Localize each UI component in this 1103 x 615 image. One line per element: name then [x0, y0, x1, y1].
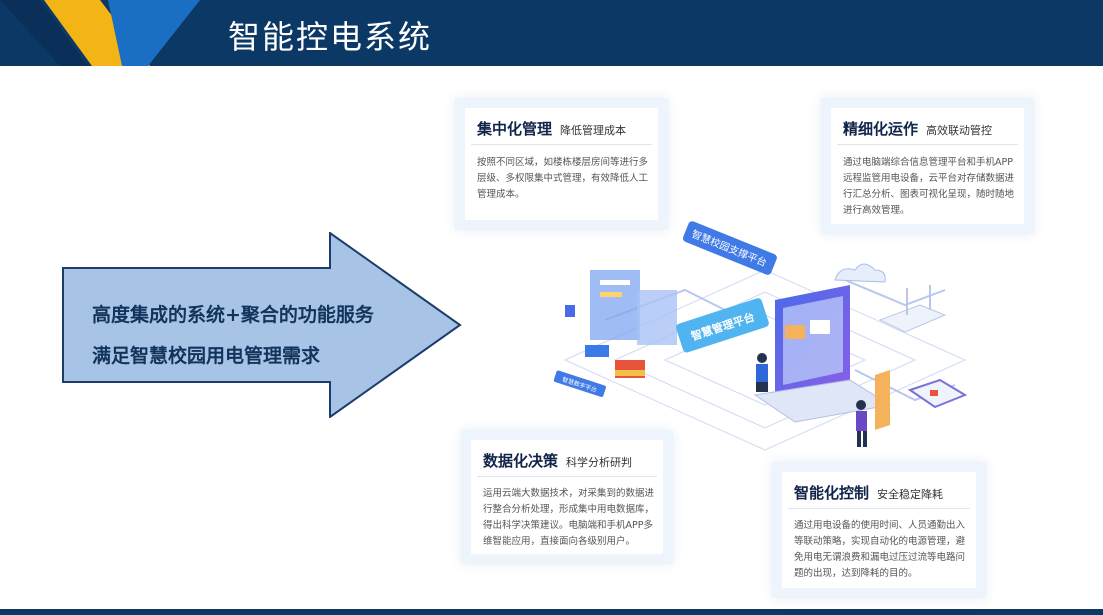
card-heading: 集中化管理降低管理成本 [477, 118, 626, 139]
header-bar: 智能控电系统 [0, 0, 1103, 66]
card-subtitle: 降低管理成本 [560, 124, 627, 137]
card-title: 集中化管理 [477, 120, 553, 138]
card-heading: 智能化控制安全稳定降耗 [794, 482, 943, 503]
feature-card-smart-control: 智能化控制安全稳定降耗 通过用电设备的使用时间、人员通勤出入等联动策略，实现自动… [772, 462, 986, 598]
card-title: 智能化控制 [794, 484, 870, 502]
card-description: 运用云端大数据技术，对采集到的数据进行整合分析处理，形成集中用电数据库，得出科学… [483, 488, 655, 547]
card-divider [477, 476, 657, 477]
bottom-bar [0, 609, 1103, 615]
card-heading: 精细化运作高效联动管控 [843, 118, 992, 139]
card-title: 数据化决策 [483, 452, 559, 470]
arrow-text-line2: 满足智慧校园用电管理需求 [92, 345, 321, 367]
card-title: 精细化运作 [843, 120, 919, 138]
page-title: 智能控电系统 [228, 18, 433, 56]
smart-campus-illustration: 智慧校园支撑平台 智慧管理平台 智慧数字平台 [553, 221, 968, 451]
card-divider [471, 144, 652, 145]
card-subtitle: 高效联动管控 [926, 124, 993, 137]
card-heading: 数据化决策科学分析研判 [483, 450, 632, 471]
card-inner [831, 108, 1024, 224]
arrow-shape [62, 232, 462, 418]
card-inner [782, 472, 976, 588]
card-description: 按照不同区域，如楼栋楼层房间等进行多层级、多权限集中式管理，有效降低人工管理成本… [477, 157, 649, 200]
card-divider [837, 144, 1018, 145]
feature-card-data-decision: 数据化决策科学分析研判 运用云端大数据技术，对采集到的数据进行整合分析处理，形成… [461, 430, 673, 564]
card-description: 通过用电设备的使用时间、人员通勤出入等联动策略，实现自动化的电源管理，避免用电无… [794, 520, 966, 579]
card-inner [471, 440, 663, 554]
card-divider [788, 508, 970, 509]
card-description: 通过电脑端综合信息管理平台和手机APP远程监管用电设备，云平台对存储数据进行汇总… [843, 157, 1015, 216]
feature-card-centralized: 集中化管理降低管理成本 按照不同区域，如楼栋楼层房间等进行多层级、多权限集中式管… [455, 98, 668, 230]
logo-stripes-icon [0, 0, 200, 66]
card-subtitle: 科学分析研判 [566, 456, 633, 469]
card-subtitle: 安全稳定降耗 [877, 488, 944, 501]
feature-card-refined: 精细化运作高效联动管控 通过电脑端综合信息管理平台和手机APP远程监管用电设备，… [821, 98, 1034, 234]
arrow-text-line1: 高度集成的系统+聚合的功能服务 [92, 304, 374, 326]
card-inner [465, 108, 658, 220]
